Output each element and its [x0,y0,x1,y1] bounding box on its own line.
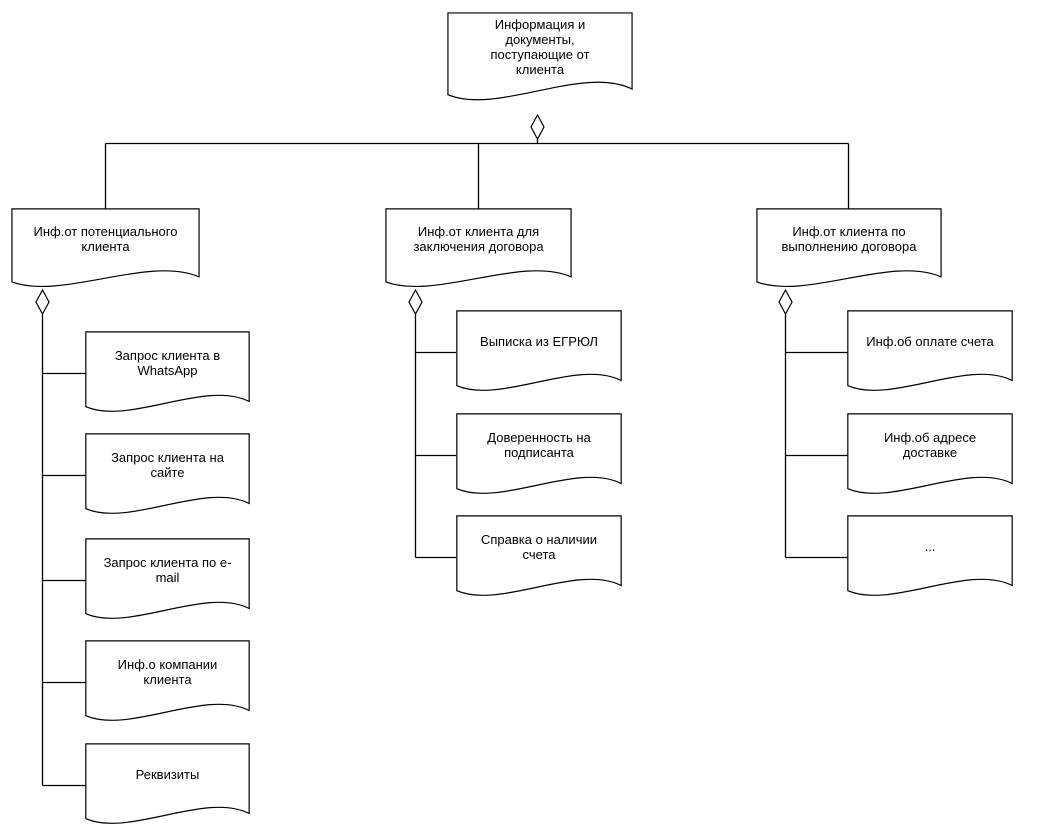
doc-node-power-of-attorney[interactable]: Доверенность на подписанта [456,413,622,499]
document-shape [385,208,572,292]
doc-node-ellipsis[interactable]: ... [847,515,1013,601]
doc-label: Инф.о компании клиента [117,656,218,687]
doc-node-site-request[interactable]: Запрос клиента на сайте [85,433,250,519]
document-shape [847,310,1013,396]
doc-label: Выписка из ЕГРЮЛ [480,334,598,350]
document-shape [847,515,1013,601]
doc-node-branch-contract-execution[interactable]: Инф.от клиента по выполнению договора [756,208,942,292]
doc-node-whatsapp-request[interactable]: Запрос клиента в WhatsApp [85,331,250,417]
doc-label: Справка о наличии счета [480,531,597,562]
doc-label-branch-2: Инф.от клиента для заключения договора [413,224,544,255]
doc-node-delivery-address-info[interactable]: Инф.об адресе доставке [847,413,1013,499]
doc-node-company-info[interactable]: Инф.о компании клиента [85,640,250,726]
document-shape [85,433,250,519]
document-shape [447,12,633,106]
doc-label-root: Информация и документы, поступающие от к… [490,16,590,77]
document-shape [847,413,1013,499]
document-shape [456,413,622,499]
doc-node-account-certificate[interactable]: Справка о наличии счета [456,515,622,601]
doc-node-branch-potential-client[interactable]: Инф.от потенциального клиента [11,208,200,292]
aggregation-diamond-root [530,113,545,141]
doc-node-requisites[interactable]: Реквизиты [85,743,250,829]
aggregation-diamond-left [35,288,50,316]
doc-label: Инф.об оплате счета [866,334,994,350]
doc-label: Запрос клиента по e-mail [103,554,232,585]
doc-label: Доверенность на подписанта [487,429,591,460]
doc-node-payment-info[interactable]: Инф.об оплате счета [847,310,1013,396]
document-shape [85,743,250,829]
doc-label-branch-1: Инф.от потенциального клиента [33,224,178,255]
document-shape [456,310,622,396]
doc-node-root[interactable]: Информация и документы, поступающие от к… [447,12,633,106]
aggregation-diamond-middle [408,288,423,316]
doc-label-branch-3: Инф.от клиента по выполнению договора [781,224,917,255]
document-shape [85,640,250,726]
document-shape [85,331,250,417]
doc-label: Инф.об адресе доставке [883,429,977,460]
doc-node-email-request[interactable]: Запрос клиента по e-mail [85,538,250,624]
aggregation-diamond-right [778,288,793,316]
document-shape [11,208,200,292]
document-shape [85,538,250,624]
doc-label: ... [924,539,936,555]
doc-node-egrul-extract[interactable]: Выписка из ЕГРЮЛ [456,310,622,396]
doc-label: Запрос клиента на сайте [111,449,224,480]
doc-label: Реквизиты [135,767,200,783]
doc-label: Запрос клиента в WhatsApp [114,347,221,378]
document-shape [756,208,942,292]
doc-node-branch-contract-conclusion[interactable]: Инф.от клиента для заключения договора [385,208,572,292]
document-shape [456,515,622,601]
